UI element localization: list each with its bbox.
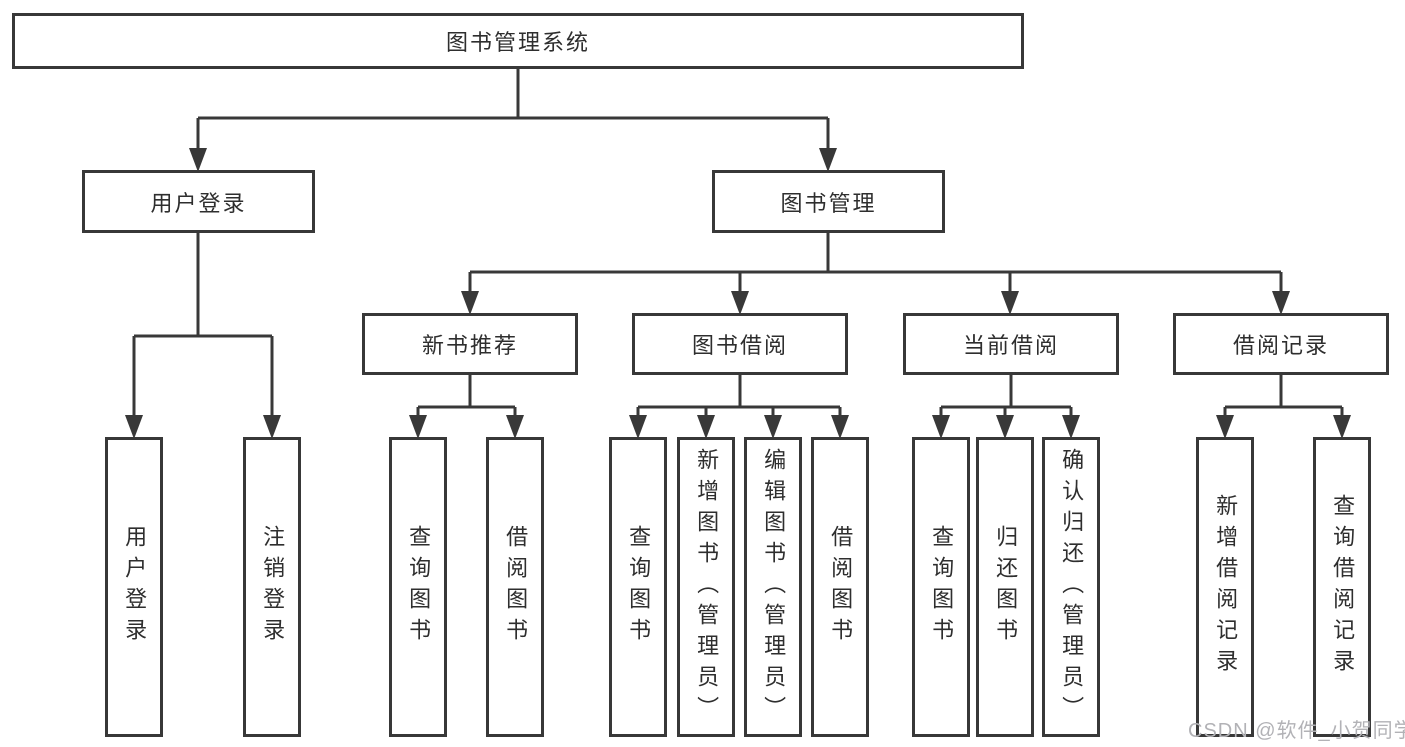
- node-label: 当前借阅: [962, 333, 1059, 358]
- node-label: 用户登录: [150, 190, 247, 216]
- node-label: 新增借阅记录: [1213, 494, 1239, 680]
- edge-book-borrow-children: [636, 375, 842, 421]
- arrowhead: [461, 291, 479, 315]
- arrowhead: [1216, 415, 1234, 439]
- leaf-borrow-books-recommend: 借阅图书: [486, 437, 544, 737]
- arrowhead: [263, 415, 281, 439]
- arrowhead: [1333, 415, 1351, 439]
- leaf-edit-book-admin: 编辑图书（管理员）: [744, 437, 802, 737]
- leaf-add-borrow-record: 新增借阅记录: [1196, 437, 1254, 737]
- node-label: 新增图书（管理员）: [694, 447, 720, 727]
- node-label: 借阅记录: [1232, 333, 1329, 358]
- arrowhead: [189, 148, 207, 172]
- node-label: 新书推荐: [421, 333, 518, 358]
- arrowhead: [819, 148, 837, 172]
- arrowhead: [831, 415, 849, 439]
- leaf-user-login: 用户登录: [105, 437, 163, 737]
- leaf-borrow-books: 借阅图书: [811, 437, 869, 737]
- leaf-confirm-return-admin: 确认归还（管理员）: [1042, 437, 1100, 737]
- arrowhead: [409, 415, 427, 439]
- node-label: 查询图书: [406, 525, 432, 649]
- arrowheads: [125, 148, 1351, 439]
- node-book-borrow: 图书借阅: [632, 313, 848, 375]
- node-label: 图书管理: [780, 190, 877, 216]
- arrowhead: [506, 415, 524, 439]
- edge-new-book-recommend-children: [416, 375, 517, 421]
- arrowhead: [764, 415, 782, 439]
- node-label: 编辑图书（管理员）: [761, 447, 787, 727]
- edge-user-login-children: [132, 233, 274, 421]
- node-new-book-recommend: 新书推荐: [362, 313, 578, 375]
- node-label: 查询图书: [626, 525, 652, 649]
- edge-root-to-level2: [196, 69, 830, 154]
- node-current-borrow: 当前借阅: [903, 313, 1119, 375]
- leaf-return-book: 归还图书: [976, 437, 1034, 737]
- arrowhead: [697, 415, 715, 439]
- arrowhead: [125, 415, 143, 439]
- edge-current-borrow-children: [939, 375, 1073, 421]
- leaf-query-borrow-record: 查询借阅记录: [1313, 437, 1371, 737]
- leaf-query-books-borrow: 查询图书: [609, 437, 667, 737]
- node-library-management-system: 图书管理系统: [12, 13, 1024, 69]
- node-label: 确认归还（管理员）: [1059, 447, 1085, 727]
- arrowhead: [932, 415, 950, 439]
- leaf-logout: 注销登录: [243, 437, 301, 737]
- arrowhead: [996, 415, 1014, 439]
- leaf-add-book-admin: 新增图书（管理员）: [677, 437, 735, 737]
- node-label: 用户登录: [122, 525, 148, 649]
- node-label: 查询借阅记录: [1330, 494, 1356, 680]
- node-label: 查询图书: [929, 525, 955, 649]
- leaf-query-books-recommend: 查询图书: [389, 437, 447, 737]
- arrowhead: [1062, 415, 1080, 439]
- node-user-login: 用户登录: [82, 170, 315, 233]
- node-label: 归还图书: [993, 525, 1019, 649]
- arrowhead: [1272, 291, 1290, 315]
- edge-book-management-children: [468, 233, 1283, 297]
- node-label: 注销登录: [260, 525, 286, 649]
- node-label: 借阅图书: [828, 525, 854, 649]
- arrowhead: [629, 415, 647, 439]
- arrowhead: [1001, 291, 1019, 315]
- node-label: 借阅图书: [503, 525, 529, 649]
- leaf-query-books-current: 查询图书: [912, 437, 970, 737]
- node-label: 图书借阅: [691, 333, 788, 358]
- edge-borrow-records-children: [1223, 375, 1344, 421]
- node-book-management: 图书管理: [712, 170, 945, 233]
- node-borrow-records: 借阅记录: [1173, 313, 1389, 375]
- node-label: 图书管理系统: [445, 30, 590, 55]
- edge-lines: [132, 69, 1344, 421]
- arrowhead: [731, 291, 749, 315]
- watermark: CSDN @软件_小贺同学: [1188, 720, 1405, 742]
